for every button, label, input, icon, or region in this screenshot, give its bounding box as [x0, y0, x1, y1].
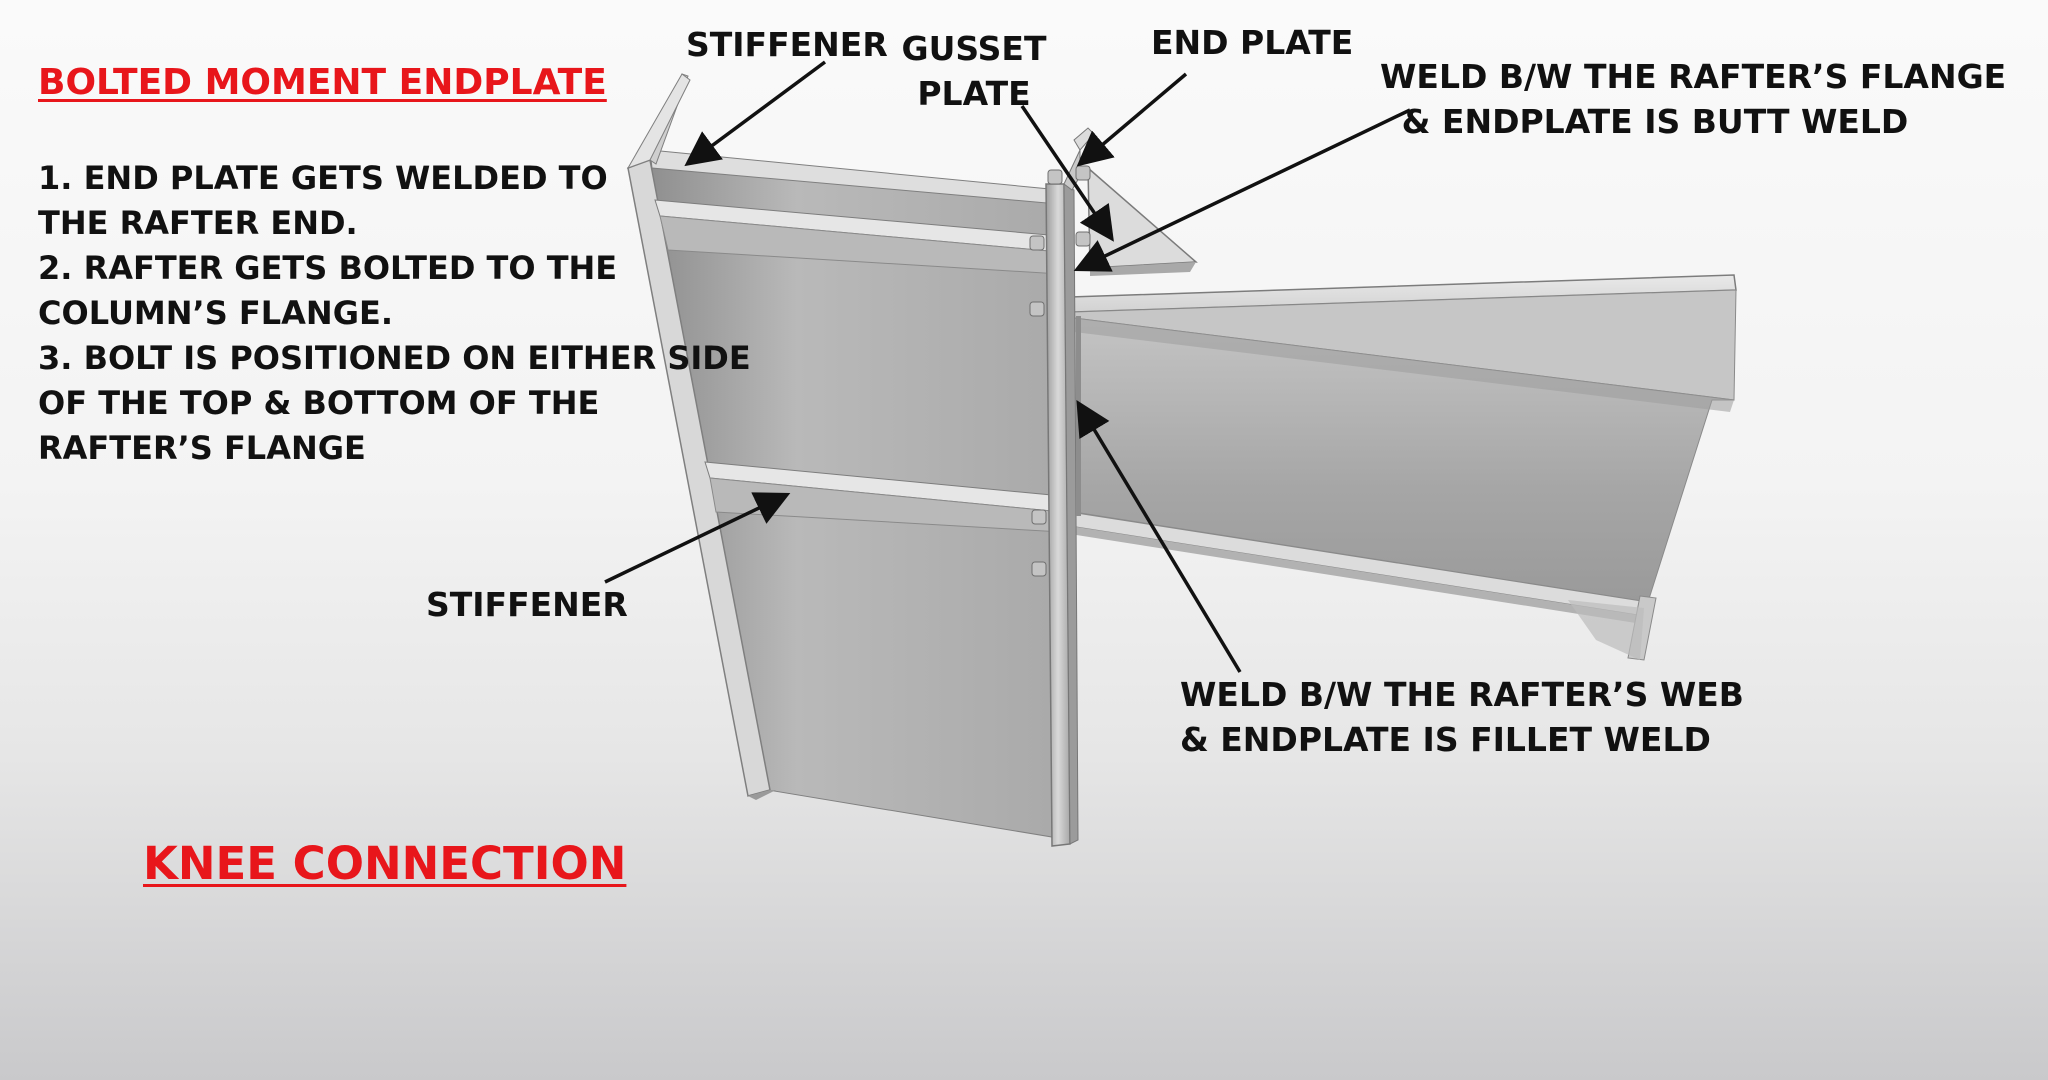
- notes-list: 1. END PLATE GETS WELDED TO THE RAFTER E…: [38, 156, 751, 471]
- label-flange-weld-line: & ENDPLATE IS BUTT WELD: [1401, 102, 1909, 141]
- label-end-plate: END PLATE: [1151, 23, 1354, 62]
- label-flange-weld: WELD B/W THE RAFTER’S FLANGE & ENDPLATE …: [1380, 54, 2007, 144]
- arrow-gusset-plate: [1020, 105, 1114, 242]
- column: [626, 73, 1071, 841]
- label-web-weld: WELD B/W THE RAFTER’S WEB & ENDPLATE IS …: [1180, 672, 1744, 762]
- arrow-stiffener-bottom: [604, 492, 791, 584]
- label-stiffener-bottom: STIFFENER: [426, 585, 628, 624]
- label-web-weld-line: & ENDPLATE IS FILLET WELD: [1180, 720, 1711, 759]
- arrow-web-weld: [1076, 400, 1242, 673]
- label-web-weld-line: WELD B/W THE RAFTER’S WEB: [1180, 675, 1744, 714]
- note-line: 2. RAFTER GETS BOLTED TO THE: [38, 249, 618, 287]
- label-gusset-plate: GUSSET PLATE: [900, 26, 1048, 116]
- label-flange-weld-line: WELD B/W THE RAFTER’S FLANGE: [1380, 57, 2007, 96]
- label-gusset-plate-line: GUSSET: [901, 29, 1047, 68]
- note-line: THE RAFTER END.: [38, 204, 358, 242]
- arrow-end-plate: [1076, 72, 1188, 167]
- note-line: 3. BOLT IS POSITIONED ON EITHER SIDE: [38, 339, 751, 377]
- page-title: BOLTED MOMENT ENDPLATE: [38, 62, 607, 103]
- leader-arrows: [604, 60, 1411, 673]
- note-line: RAFTER’S FLANGE: [38, 429, 366, 467]
- note-line: OF THE TOP & BOTTOM OF THE: [38, 384, 600, 422]
- label-gusset-plate-line: PLATE: [917, 74, 1031, 113]
- arrow-flange-weld: [1073, 108, 1411, 272]
- label-stiffener-top: STIFFENER: [686, 25, 888, 64]
- note-line: 1. END PLATE GETS WELDED TO: [38, 159, 608, 197]
- rafter-beam: [1069, 274, 1737, 661]
- note-line: COLUMN’S FLANGE.: [38, 294, 393, 332]
- arrow-stiffener-top: [684, 60, 827, 167]
- end-plate: [1045, 127, 1095, 847]
- footer-title: KNEE CONNECTION: [143, 837, 627, 890]
